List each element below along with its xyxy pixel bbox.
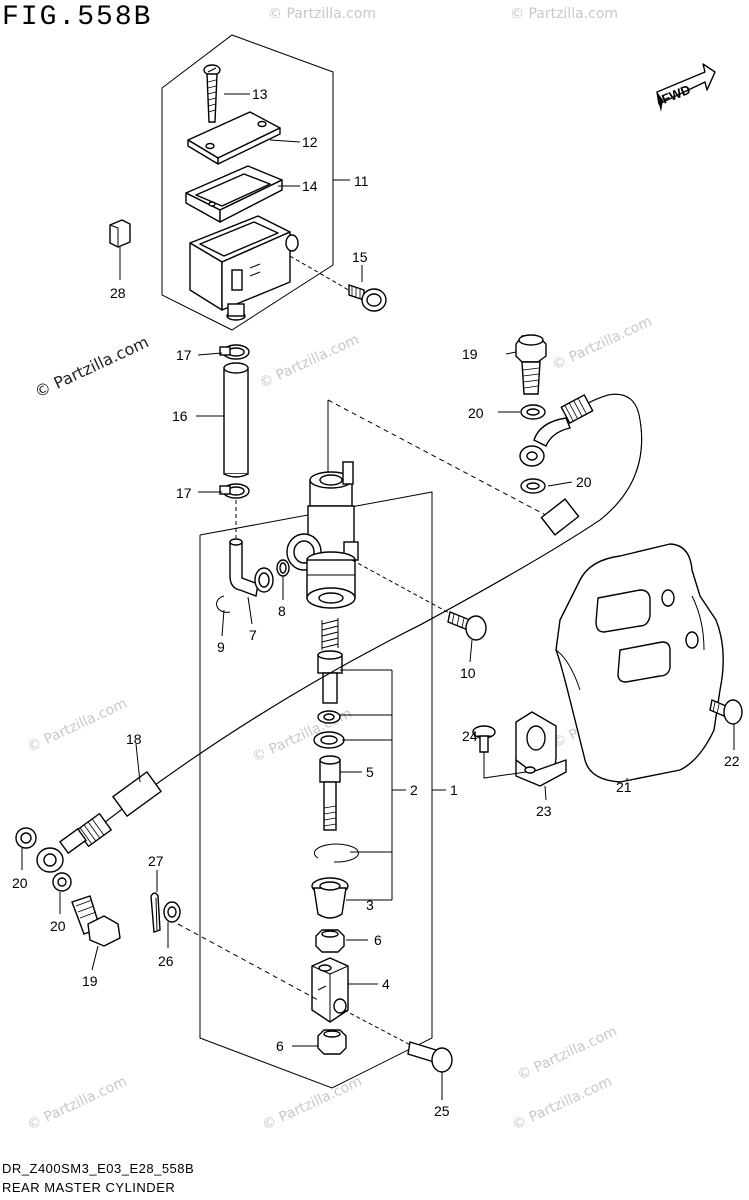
part-2-piston-kit — [313, 650, 345, 749]
part-8-oring — [276, 559, 290, 577]
reservoir-group-outline — [161, 34, 334, 331]
fwd-arrow-icon: FWD — [656, 63, 716, 112]
part-26-washer — [163, 901, 319, 1001]
callout-20-d: 20 — [50, 918, 66, 934]
part-25-pin — [343, 1009, 453, 1073]
callout-7: 7 — [249, 627, 257, 643]
part-6-nut-lower — [317, 1029, 347, 1055]
part-27-cotter-pin — [150, 892, 161, 933]
callout-1: 1 — [450, 782, 458, 798]
callout-22: 22 — [724, 753, 740, 769]
svg-text:FWD: FWD — [660, 82, 693, 107]
part-28-clip — [109, 219, 131, 248]
callout-8: 8 — [278, 603, 286, 619]
callout-2: 2 — [410, 782, 418, 798]
callout-17-upper: 17 — [176, 347, 192, 363]
callout-20-c: 20 — [12, 875, 28, 891]
part-6-nut-upper — [315, 929, 345, 953]
svg-text:© Partzilla.com: © Partzilla.com — [25, 1073, 130, 1133]
svg-text:© Partzilla.com: © Partzilla.com — [510, 1073, 615, 1133]
part-22-bolt — [709, 699, 743, 725]
part-5-push-rod — [319, 755, 341, 831]
part-3-boot — [311, 877, 349, 919]
callout-20-a: 20 — [468, 405, 484, 421]
part-20-washer-a — [520, 404, 546, 420]
partzilla-watermark: © Partzilla.com — [32, 332, 152, 401]
callout-23: 23 — [536, 803, 552, 819]
master-cylinder-group-outline — [199, 399, 556, 1089]
part-4-clevis — [311, 957, 349, 1023]
part-19-banjo-bolt-upper — [515, 334, 547, 395]
svg-text:© Partzilla.com: © Partzilla.com — [25, 695, 130, 755]
callout-19-lower: 19 — [82, 973, 98, 989]
reservoir-body — [189, 215, 299, 321]
callout-19-upper: 19 — [462, 346, 478, 362]
part-20-washer-c — [15, 827, 37, 849]
part-12-plate — [187, 111, 281, 165]
part-14-diaphragm — [185, 165, 283, 223]
callout-21: 21 — [616, 779, 632, 795]
callout-15: 15 — [352, 249, 368, 265]
svg-text:© Partzilla.com: © Partzilla.com — [268, 6, 376, 22]
part-18-brake-hose — [36, 393, 643, 873]
leader-lines — [21, 93, 735, 1100]
callout-labels: 13 12 14 11 15 28 17 16 17 7 8 9 10 19 2… — [12, 86, 740, 1119]
callout-17-lower: 17 — [176, 485, 192, 501]
svg-text:© Partzilla.com: © Partzilla.com — [260, 1073, 365, 1133]
svg-text:© Partzilla.com: © Partzilla.com — [257, 331, 362, 391]
callout-28: 28 — [110, 285, 126, 301]
model-code: DR_Z400SM3_E03_E28_558B — [2, 1161, 195, 1176]
part-7-joint — [229, 500, 274, 597]
callout-3: 3 — [366, 897, 374, 913]
callout-25: 25 — [434, 1103, 450, 1119]
assembly-name: REAR MASTER CYLINDER — [2, 1180, 176, 1195]
part-13-screw — [203, 64, 221, 123]
callout-5: 5 — [366, 764, 374, 780]
callout-26: 26 — [158, 953, 174, 969]
part-23-bracket — [515, 711, 567, 787]
part-20-washer-d — [52, 872, 72, 892]
callout-6-upper: 6 — [374, 932, 382, 948]
part-10-bolt — [351, 559, 487, 641]
callout-4: 4 — [382, 976, 390, 992]
callout-20-b: 20 — [576, 474, 592, 490]
callout-16: 16 — [172, 408, 188, 424]
part-17-clamp-upper — [219, 344, 250, 360]
callout-12: 12 — [302, 134, 318, 150]
figure-title: FIG.558B — [2, 2, 153, 33]
callout-6-lower: 6 — [276, 1038, 284, 1054]
callout-24: 24 — [462, 728, 478, 744]
svg-text:© Partzilla.com: © Partzilla.com — [510, 6, 618, 22]
callout-13: 13 — [252, 86, 268, 102]
part-snap-ring — [313, 843, 359, 863]
part-17-clamp-lower — [219, 483, 250, 499]
callout-14: 14 — [302, 178, 318, 194]
callout-11: 11 — [354, 173, 369, 189]
callout-18: 18 — [126, 731, 142, 747]
svg-text:© Partzilla.com: © Partzilla.com — [550, 313, 655, 373]
part-15-bolt — [289, 255, 387, 312]
callout-9: 9 — [217, 639, 225, 655]
part-20-washer-b — [520, 478, 546, 494]
master-cylinder-body — [286, 461, 359, 609]
callout-27: 27 — [148, 853, 164, 869]
part-19-banjo-bolt-lower — [71, 895, 121, 947]
part-9-circlip — [216, 595, 231, 613]
part-16-hose — [223, 362, 249, 478]
part-spring — [321, 618, 339, 650]
part-21-guard — [555, 543, 724, 783]
callout-10: 10 — [460, 665, 476, 681]
